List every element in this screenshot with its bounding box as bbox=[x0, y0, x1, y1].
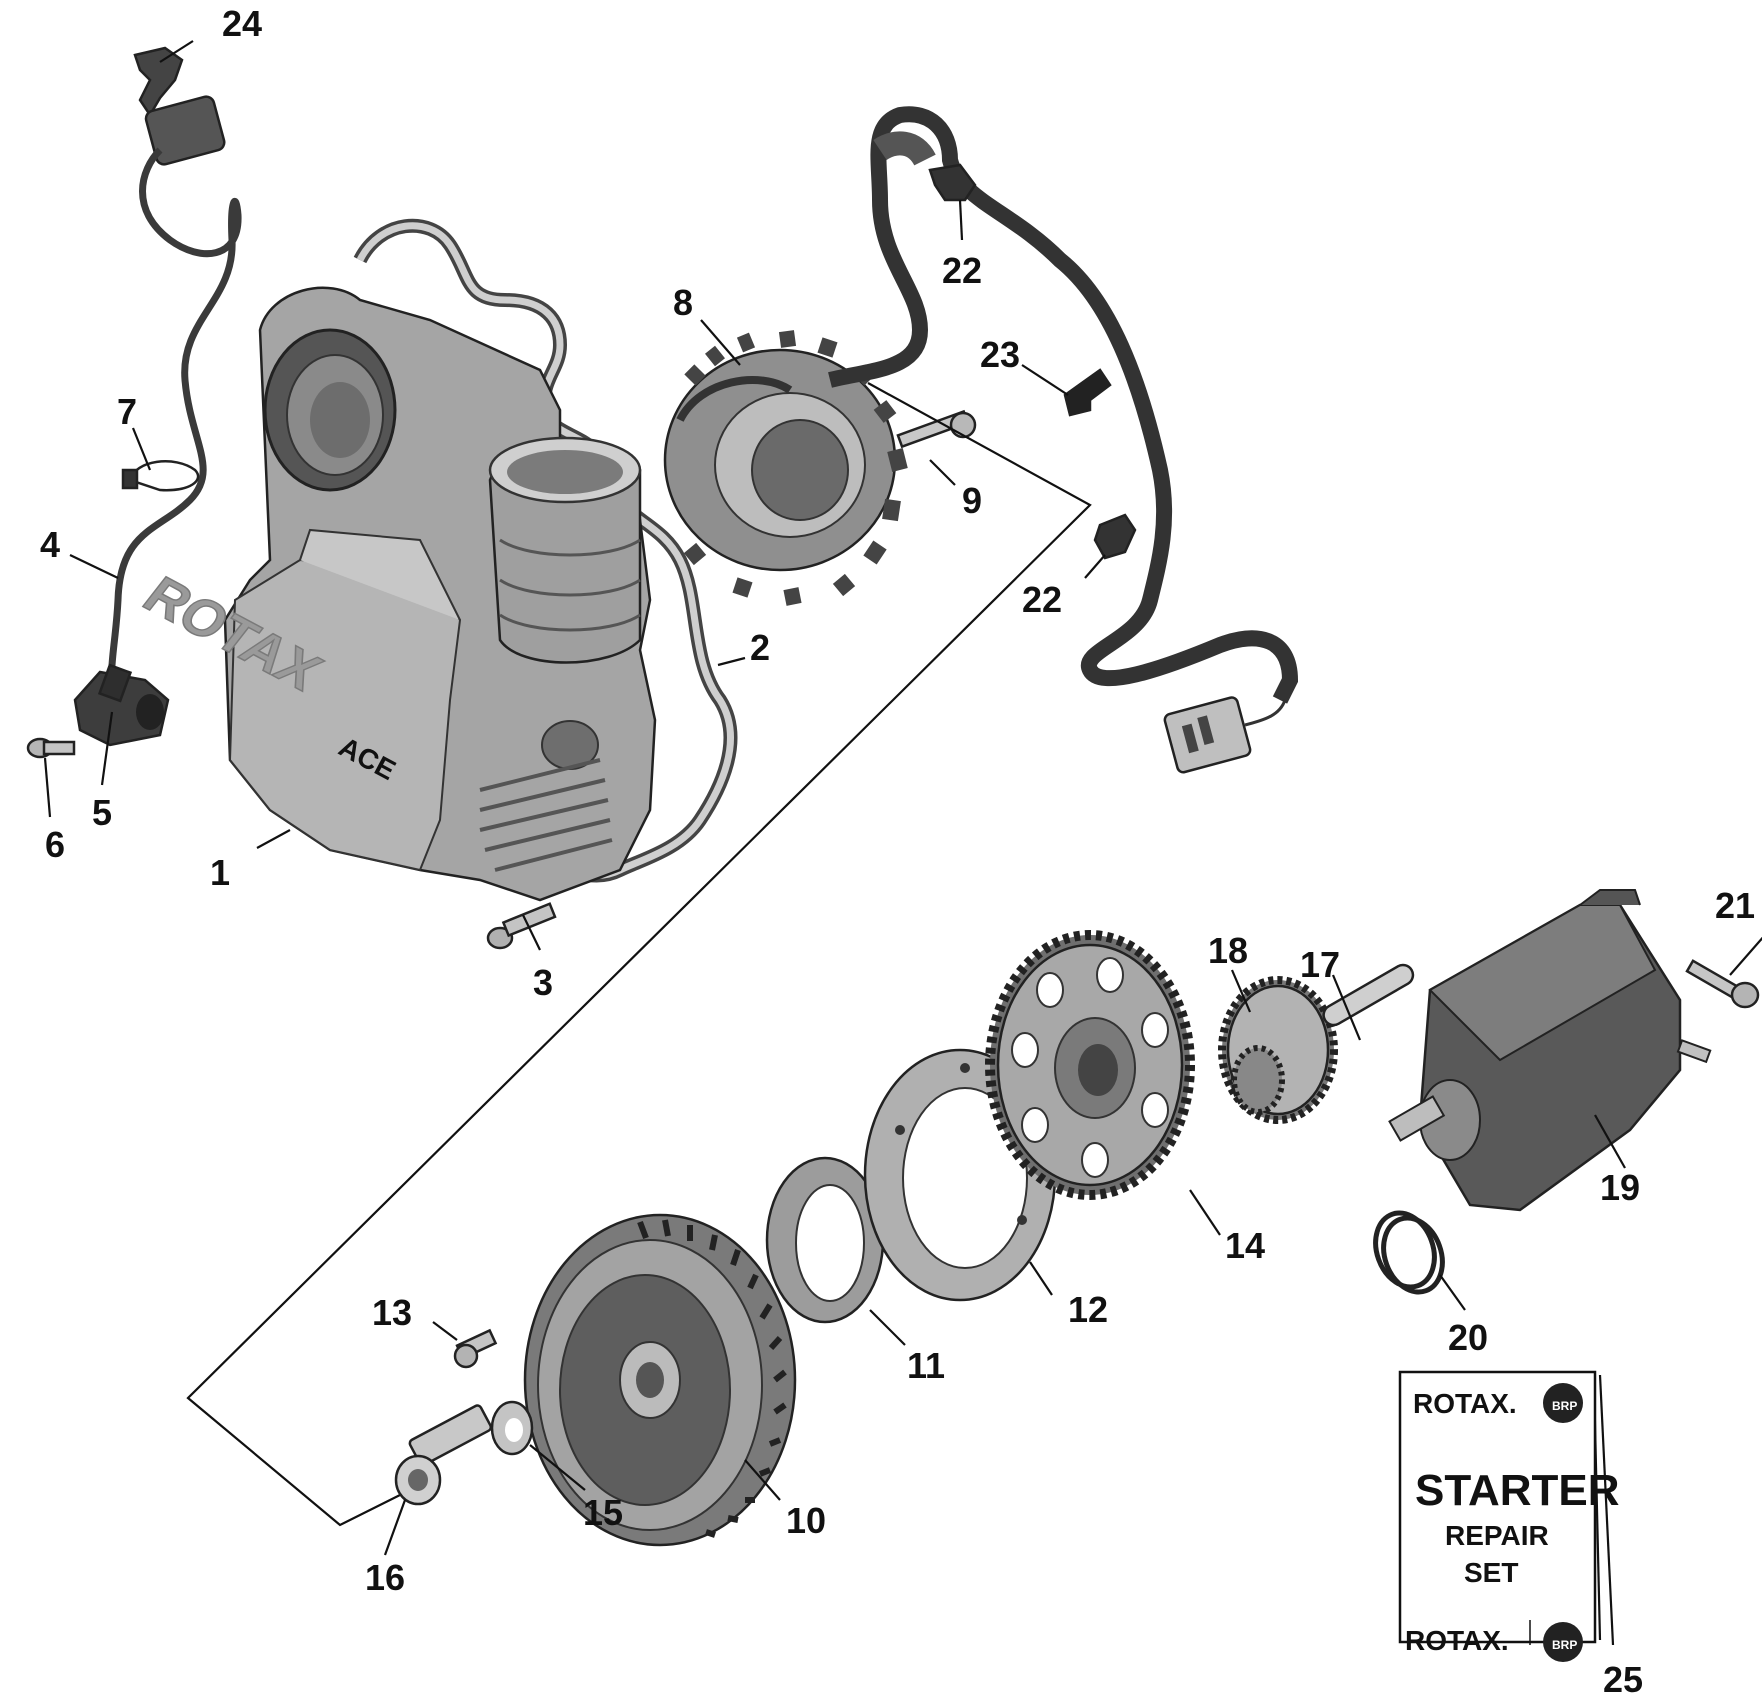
kit-title: STARTER bbox=[1415, 1466, 1620, 1515]
callout-13: 13 bbox=[372, 1292, 412, 1333]
callout-4: 4 bbox=[40, 524, 60, 565]
part-21-bolt bbox=[1685, 959, 1760, 1009]
callout-21: 21 bbox=[1715, 885, 1755, 926]
part-16-rotor-bolt bbox=[394, 1404, 493, 1506]
callout-labels: 1 2 3 4 5 6 7 8 9 10 11 12 13 14 15 16 1… bbox=[40, 3, 1755, 1700]
callout-19: 19 bbox=[1600, 1167, 1640, 1208]
assembly-bracket bbox=[186, 382, 1092, 1527]
part-11-ring bbox=[765, 1156, 885, 1324]
callout-11: 11 bbox=[907, 1345, 945, 1386]
kit-logo-top: ROTAX. bbox=[1413, 1388, 1517, 1419]
callout-8: 8 bbox=[673, 282, 693, 323]
part-23-clip bbox=[1063, 368, 1112, 417]
callout-3: 3 bbox=[533, 962, 553, 1003]
callout-6: 6 bbox=[45, 824, 65, 865]
part-13-screw bbox=[453, 1328, 498, 1369]
callout-23: 23 bbox=[980, 334, 1020, 375]
callout-7: 7 bbox=[117, 391, 137, 432]
leader-lines bbox=[43, 40, 1762, 1556]
part-15-washer bbox=[490, 1400, 534, 1456]
callout-2: 2 bbox=[750, 627, 770, 668]
part-22-clip-upper bbox=[928, 163, 977, 202]
kit-badge-bottom: BRP bbox=[1552, 1638, 1577, 1652]
callout-18: 18 bbox=[1208, 930, 1248, 971]
callout-22-lower: 22 bbox=[1022, 579, 1062, 620]
part-5-crank-sensor bbox=[73, 663, 170, 747]
callout-10: 10 bbox=[786, 1500, 826, 1541]
kit-badge-top: BRP bbox=[1552, 1399, 1577, 1413]
part-20-o-ring bbox=[1373, 1210, 1445, 1295]
part-22-clip-lower bbox=[1093, 513, 1137, 560]
part-4-sensor-harness bbox=[108, 95, 242, 691]
kit-line-set: SET bbox=[1464, 1557, 1518, 1588]
callout-15: 15 bbox=[583, 1492, 623, 1533]
part-8-stator bbox=[663, 330, 908, 606]
kit-line-repair: REPAIR bbox=[1445, 1520, 1549, 1551]
part-19-starter-motor bbox=[1388, 889, 1712, 1212]
kit-logo-bottom: ROTAX. bbox=[1405, 1625, 1509, 1656]
callout-17: 17 bbox=[1300, 944, 1340, 985]
part-9-bolt bbox=[896, 409, 977, 449]
callout-24: 24 bbox=[222, 3, 262, 44]
callout-20: 20 bbox=[1448, 1317, 1488, 1358]
stator-wire-harness bbox=[828, 106, 1299, 774]
callout-22-upper: 22 bbox=[942, 250, 982, 291]
part-14-starter-gear bbox=[985, 930, 1195, 1200]
callout-16: 16 bbox=[365, 1557, 405, 1598]
callout-9: 9 bbox=[962, 480, 982, 521]
part-18-idler-gear bbox=[1218, 976, 1338, 1124]
part-7-cable-tie bbox=[121, 460, 200, 492]
callout-12: 12 bbox=[1068, 1289, 1108, 1330]
callout-1: 1 bbox=[210, 852, 230, 893]
part-6-screw bbox=[26, 737, 76, 759]
callout-14: 14 bbox=[1225, 1225, 1265, 1266]
part-25-repair-kit-card: ROTAX. BRP STARTER REPAIR SET ROTAX. BRP bbox=[1398, 1370, 1620, 1662]
part-10-rotor bbox=[523, 1213, 797, 1547]
part-17-shaft bbox=[1322, 963, 1415, 1027]
callout-25: 25 bbox=[1603, 1659, 1643, 1700]
part-1-magneto-cover: ROTAX ACE bbox=[131, 286, 657, 902]
callout-5: 5 bbox=[92, 792, 112, 833]
part-3-bolt bbox=[486, 902, 557, 950]
